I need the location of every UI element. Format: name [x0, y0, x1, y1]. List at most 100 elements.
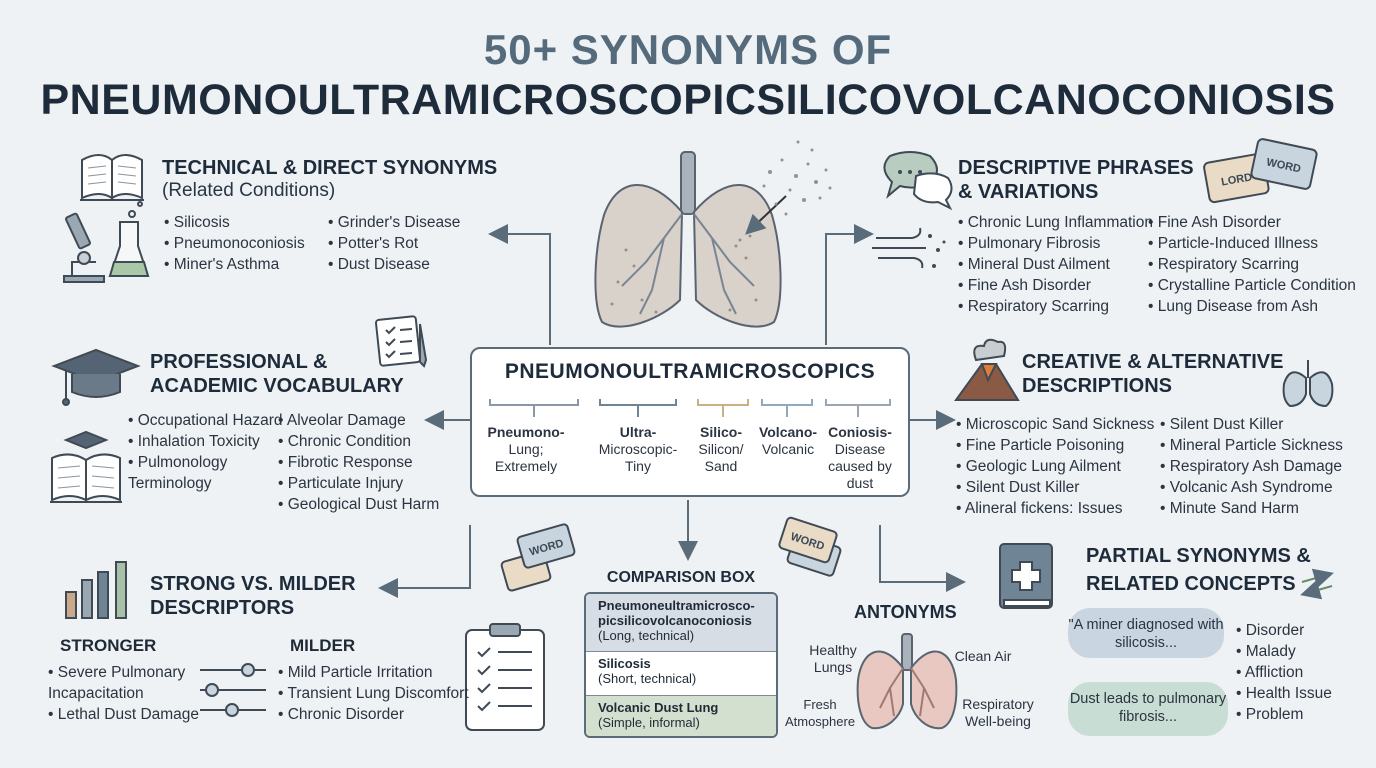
comparison-desc: (Simple, informal) — [598, 715, 700, 730]
list-item: Lethal Dust Damage — [48, 704, 199, 725]
creative-list-col2: Silent Dust Killer Mineral Particle Sick… — [1160, 414, 1343, 519]
list-item: Malady — [1236, 641, 1332, 662]
microscope-icon — [63, 212, 105, 283]
descriptive-list-col1: Chronic Lung Inflammation Pulmonary Fibr… — [958, 212, 1153, 317]
wind-icon — [872, 227, 946, 269]
milder-list: Mild Particle Irritation Transient Lung … — [278, 662, 469, 725]
comparison-desc: (Long, technical) — [598, 628, 695, 643]
technical-heading: TECHNICAL & DIRECT SYNONYMS — [162, 157, 498, 179]
list-item: Volcanic Ash Syndrome — [1160, 477, 1343, 498]
professional-list-col2: Alveolar Damage Chronic Condition Fibrot… — [278, 410, 439, 515]
list-item: Silent Dust Killer — [1160, 414, 1343, 435]
descriptive-heading-line1: DESCRIPTIVE PHRASES — [958, 157, 1194, 179]
list-item: Miner's Asthma — [164, 254, 305, 275]
clipboard-icon — [465, 623, 545, 731]
list-item: Alveolar Damage — [278, 410, 439, 431]
list-item: Fine Ash Disorder — [958, 275, 1153, 296]
part-term: Ultra- — [619, 424, 657, 440]
list-item: Inhalation Toxicity — [128, 431, 276, 452]
graduation-cap-icon — [51, 348, 141, 406]
technical-subheading: (Related Conditions) — [162, 180, 336, 201]
quote-bubble-silicosis: "A miner diagnosed with silicosis... — [1068, 608, 1224, 658]
creative-list-col1: Microscopic Sand Sickness Fine Particle … — [956, 414, 1155, 519]
antonym-lungs-illustration — [856, 633, 958, 730]
comparison-box: Pneumoneultramicrosco-picsilicovolcanoco… — [584, 592, 778, 738]
book-icon — [80, 154, 144, 201]
central-lungs-illustration — [594, 140, 832, 328]
arrow-to-partial — [879, 525, 966, 592]
descriptive-list-col2: Fine Ash Disorder Particle-Induced Illne… — [1148, 212, 1356, 317]
list-item: Dust Disease — [328, 254, 460, 275]
breakdown-part-coniosis: Coniosis- Disease caused by dust — [822, 424, 898, 492]
strong-milder-heading: STRONG VS. MILDER DESCRIPTORS — [150, 572, 356, 620]
antonym-respiratory-wellbeing: Respiratory Well-being — [962, 696, 1034, 729]
list-item: Fine Ash Disorder — [1148, 212, 1356, 233]
exchange-arrows-icon — [1300, 568, 1334, 600]
list-item: Mild Particle Irritation — [278, 662, 469, 683]
card-back-text: LORD — [1220, 171, 1253, 188]
list-item: Geologic Lung Ailment — [956, 456, 1154, 477]
technical-list-col2: Grinder's Disease Potter's Rot Dust Dise… — [328, 212, 461, 275]
list-item: Respiratory Ash Damage — [1160, 456, 1343, 477]
page-title-line2: PNEUMONOULTRAMICROSCOPICSILICOVOLCANOCON… — [40, 76, 1336, 124]
chat-bubbles-icon — [883, 151, 953, 211]
milder-label: MILDER — [290, 636, 356, 655]
creative-heading-line2: DESCRIPTIONS — [1022, 375, 1173, 397]
part-term: Coniosis- — [828, 424, 892, 440]
bar-chart-icon — [65, 561, 127, 619]
list-item: Chronic Disorder — [278, 704, 469, 725]
breakdown-part-silico: Silico- Silicon/ Sand — [690, 424, 752, 475]
list-item: Respiratory Scarring — [1148, 254, 1356, 275]
comparison-term: Silicosis — [598, 656, 651, 671]
word-breakdown-box — [470, 347, 910, 497]
part-term: Pneumono- — [487, 424, 565, 440]
part-meaning: Disease caused by dust — [828, 441, 892, 491]
small-lungs-icon — [1282, 360, 1334, 408]
technical-section: TECHNICAL & DIRECT SYNONYMS (Related Con… — [162, 156, 497, 202]
creative-heading-line1: CREATIVE & ALTERNATIVE — [1022, 351, 1284, 373]
professional-heading-line1: PROFESSIONAL & — [150, 351, 328, 373]
part-meaning: Silicon/ Sand — [698, 441, 744, 474]
list-item: Occupational Hazard — [128, 410, 283, 431]
breakdown-title: PNEUMONOULTRAMICROSCOPICS — [504, 360, 876, 383]
word-cards-descriptive: LORD WORD — [1203, 138, 1318, 204]
quote-bubble-fibrosis: Dust leads to pulmonary fibrosis... — [1068, 682, 1228, 736]
part-term: Volcano- — [758, 424, 818, 440]
professional-heading-line2: ACADEMIC VOCABULARY — [150, 375, 404, 397]
list-item: Crystalline Particle Condition — [1148, 275, 1356, 296]
list-item: Fine Particle Poisoning — [956, 435, 1154, 456]
list-item: Grinder's Disease — [328, 212, 461, 233]
list-item: Potter's Rot — [328, 233, 460, 254]
part-term: Silico- — [699, 424, 742, 440]
antonyms-heading: ANTONYMS — [854, 602, 957, 622]
flask-icon — [108, 201, 150, 277]
professional-heading: PROFESSIONAL & ACADEMIC VOCABULARY — [150, 350, 404, 398]
book-with-cap-icon — [50, 430, 122, 503]
list-item: Severe Pulmonary Incapacitation — [48, 662, 196, 704]
comparison-row-long: Pneumoneultramicrosco-picsilicovolcanoco… — [586, 594, 776, 652]
antonym-fresh-atmosphere: Fresh Atmosphere — [784, 697, 856, 729]
descriptive-heading: DESCRIPTIVE PHRASES & VARIATIONS — [958, 156, 1194, 204]
comparison-row-simple: Volcanic Dust Lung (Simple, informal) — [586, 696, 776, 736]
list-item: Silent Dust Killer — [956, 477, 1154, 498]
list-item: Fibrotic Response — [278, 452, 439, 473]
arrow-to-technical — [488, 224, 551, 345]
page-title-line1: 50+ SYNONYMS OF — [483, 26, 893, 73]
creative-heading: CREATIVE & ALTERNATIVE DESCRIPTIONS — [1022, 350, 1283, 398]
list-item: Mineral Dust Ailment — [958, 254, 1153, 275]
comparison-desc: (Short, technical) — [598, 671, 697, 686]
partial-list: Disorder Malady Affliction Health Issue … — [1236, 620, 1332, 725]
list-item: Pulmonology Terminology — [128, 452, 276, 494]
strong-milder-heading-line1: STRONG VS. MILDER — [150, 573, 356, 595]
strong-milder-heading-line2: DESCRIPTORS — [150, 597, 295, 619]
technical-list-col1: Silicosis Pneumonoconiosis Miner's Asthm… — [164, 212, 305, 275]
list-item: Affliction — [1236, 662, 1332, 683]
partial-heading: PARTIAL SYNONYMS & RELATED CONCEPTS — [1086, 542, 1311, 598]
arrow-to-strong-milder — [378, 525, 471, 598]
list-item: Silicosis — [164, 212, 305, 233]
list-item: Chronic Condition — [278, 431, 439, 452]
medical-book-icon — [999, 543, 1053, 609]
list-item: Problem — [1236, 704, 1332, 725]
partial-heading-line2: RELATED CONCEPTS — [1086, 573, 1296, 595]
